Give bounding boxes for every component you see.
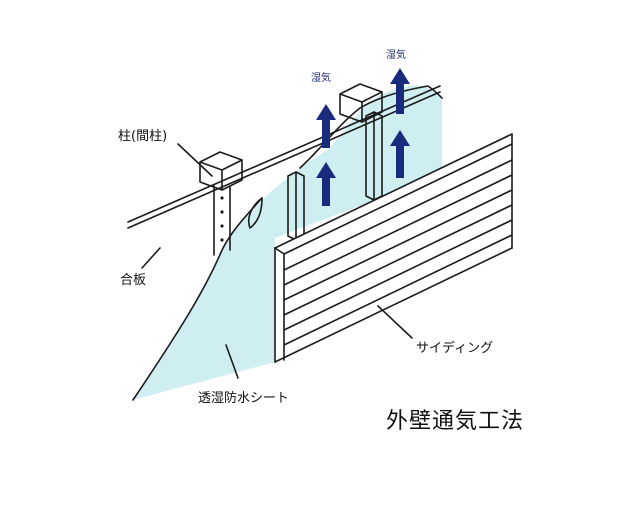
plywood-top-edge (127, 91, 441, 229)
moisture-arrow-right-lower (390, 130, 410, 178)
label-membrane: 透湿防水シート (198, 390, 289, 406)
post-right (339, 83, 383, 123)
label-plywood: 合板 (120, 273, 146, 288)
plywood-top-edge-inner (127, 85, 441, 223)
moisture-arrow-left-lower (316, 162, 336, 206)
leader-siding (377, 305, 413, 339)
diagram-title: 外壁通気工法 (386, 409, 524, 434)
label-siding: サイディング (416, 340, 493, 356)
membrane-outline (132, 197, 263, 401)
membrane-sheet (133, 85, 442, 401)
moisture-arrow-left-upper (316, 104, 336, 148)
label-moisture-left: 湿気 (311, 71, 331, 84)
leader-post (177, 143, 213, 177)
leader-plywood (141, 247, 161, 269)
membrane-fold (247, 197, 263, 229)
label-post: 柱(間柱) (118, 129, 167, 144)
siding-panel (274, 133, 513, 363)
label-moisture-right: 湿気 (386, 48, 406, 61)
post-left (199, 151, 243, 256)
leader-membrane (225, 344, 239, 379)
moisture-arrow-right-upper (390, 68, 410, 114)
